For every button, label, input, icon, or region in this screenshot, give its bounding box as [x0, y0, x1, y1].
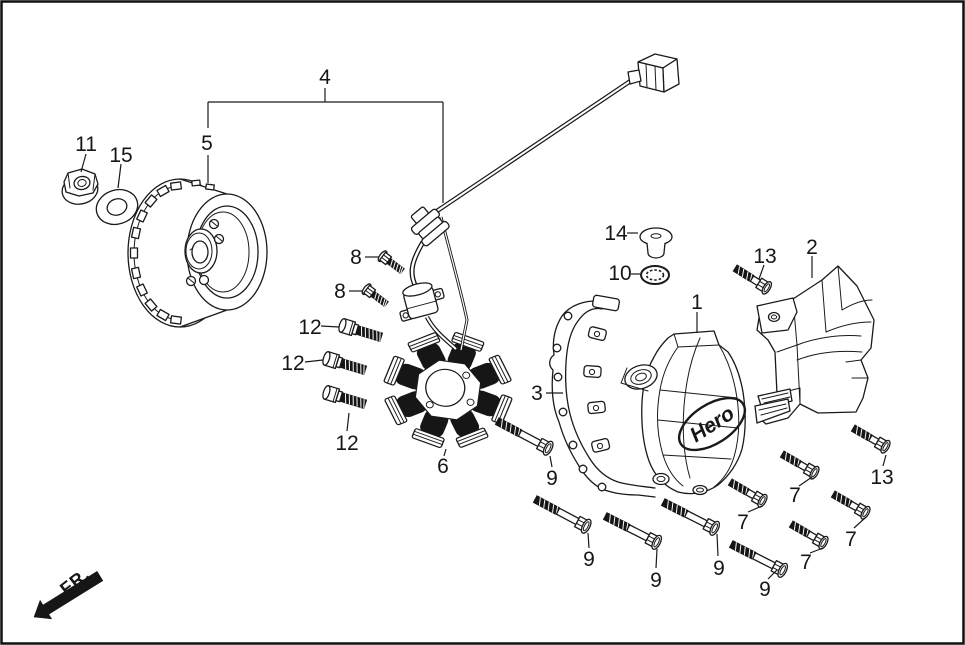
callout-9a: 9: [546, 467, 558, 490]
bolt-13b: [848, 421, 893, 456]
callout-14: 14: [604, 222, 628, 245]
callout-9d: 9: [713, 557, 725, 580]
callout-1: 1: [691, 291, 703, 314]
callout-11: 11: [75, 133, 97, 156]
bolt-12a: [336, 317, 385, 345]
bolt-7a: [777, 447, 822, 482]
part-10-seal-ring: [640, 265, 670, 285]
bolt-8a: [375, 248, 407, 277]
callout-5: 5: [201, 132, 213, 155]
callout-12b: 12: [281, 352, 304, 375]
bolt-9a: [492, 413, 556, 458]
callout-13a: 13: [753, 245, 776, 268]
callout-7b: 7: [737, 511, 749, 534]
bolt-12b: [320, 350, 369, 378]
bolt-9c: [600, 508, 664, 552]
callout-10: 10: [608, 262, 631, 285]
callout-8b: 8: [334, 280, 346, 303]
pickup-coil: [399, 282, 445, 322]
bolt-9e: [726, 536, 790, 580]
bolt-7d: [786, 517, 831, 552]
part-4-harness-assembly: [399, 53, 680, 351]
part-6-stator: [383, 332, 513, 448]
part-5-flywheel-rotor: [127, 178, 268, 328]
callout-15: 15: [109, 144, 132, 167]
callout-7c: 7: [845, 528, 857, 551]
callout-labels: 4 5 11 15 8 8 12 12 12 6 14 10 1 2 13 13…: [75, 66, 894, 601]
front-direction-indicator: FR.: [33, 564, 104, 620]
part-14-timing-cap: [639, 227, 673, 259]
bolt-9d: [658, 494, 722, 538]
callout-7a: 7: [789, 484, 801, 507]
part-2-cover-shroud: [754, 265, 875, 425]
connector: [627, 53, 680, 93]
part-11-flange-nut: [61, 168, 99, 205]
bolt-9b: [530, 491, 594, 536]
bolt-7b: [725, 475, 770, 510]
grommet: [410, 206, 450, 247]
part-3-cover-gasket: [549, 294, 656, 498]
callout-9b: 9: [583, 548, 595, 571]
bolt-7c: [828, 487, 873, 522]
callout-9c: 9: [650, 569, 662, 592]
callout-6: 6: [437, 455, 449, 478]
callout-12a: 12: [298, 316, 321, 339]
part-1-magneto-cover: Hero: [620, 330, 746, 496]
callout-9e: 9: [759, 578, 771, 601]
leader-lines: [80, 88, 887, 580]
callout-3: 3: [531, 382, 543, 405]
callout-4: 4: [319, 66, 331, 89]
callout-8a: 8: [350, 246, 362, 269]
callout-7d: 7: [800, 551, 812, 574]
callout-2: 2: [806, 236, 818, 259]
bolt-8b: [359, 281, 391, 310]
callout-12c: 12: [335, 432, 358, 455]
part-15-washer: [95, 188, 139, 226]
callout-13b: 13: [870, 466, 893, 489]
bolt-12c: [320, 384, 369, 412]
